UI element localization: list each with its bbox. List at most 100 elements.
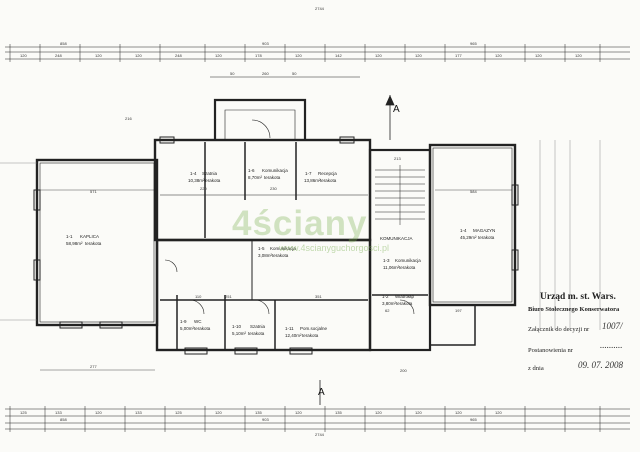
dim-label: 120 [375,53,382,58]
dim-label: 260 [262,71,269,76]
dim-label: 120 [95,53,102,58]
room-name: Komunikacja [270,246,296,251]
room-name: Wiatrołap [395,294,415,299]
stamp-line-decision: Załącznik do decyzji nr [528,326,590,333]
dim-label: 177 [455,53,462,58]
dim-label: 135 [255,410,262,415]
room-number: 1-6 [248,168,255,173]
room-name: Komunikacja [395,258,421,263]
dim-label: 351 [315,294,322,299]
room-floor: terakota [396,301,413,306]
watermark-logo: 4ściany [232,204,368,243]
dim-label: 133 [135,410,142,415]
dim-label: 903 [262,41,269,46]
room-number: 1-1 [66,234,73,239]
dim-label: 858 [60,41,67,46]
dim-label: 120 [295,53,302,58]
stamp-subtitle: Biuro Stołecznego Konserwatora [528,306,620,313]
room-number: 1-3 [383,258,390,263]
dim-label: 200 [400,368,407,373]
room-name: MAGAZYN [473,228,495,233]
dim-label: 216 [125,116,132,121]
dim-label: 903 [262,417,269,422]
room-floor: terakota [204,178,221,183]
room-name: WC [194,319,202,324]
room-name: Komunikacja [262,168,288,173]
room-name: Szatnia [202,171,218,176]
room-number: 1-2 [382,294,389,299]
dim-label: 965 [470,417,477,422]
section-mark-top: A [393,104,400,115]
dim-label: 120 [415,53,422,58]
dim-label: 120 [575,53,582,58]
room-area: 3,08m² [258,253,273,258]
dim-label: 220 [200,186,207,191]
dim-label: 120 [95,410,102,415]
room-name: KAPLICA [80,234,99,239]
stamp-title: Urząd m. st. Wars. [540,292,616,302]
room-number: 1-5 [258,246,265,251]
dim-label: 213 [394,156,401,161]
section-mark-bottom: A [318,387,325,398]
room-area: 11,06m² [383,265,400,270]
dim-label: 120 [295,410,302,415]
staircase-steps [375,165,425,225]
dim-label: 120 [20,53,27,58]
dim-label: 110 [195,294,202,299]
magazyn-walls [428,143,517,307]
dim-label: 50 [230,71,235,76]
room-floor: terakota [399,265,416,270]
dim-label: 135 [335,410,342,415]
room-area: 12,40m² [285,333,302,338]
north-entrance-walls [213,98,307,140]
approval-stamp: Urząd m. st. Wars. Biuro Stołecznego Kon… [520,292,638,412]
dim-label: 584 [470,189,477,194]
room-area: 5,00m² [180,326,195,331]
room-floor: terakota [264,175,281,180]
dim-label: 965 [470,41,477,46]
room-floor: terakota [320,178,337,183]
dim-label: 125 [20,410,27,415]
room-name: Recepcja [318,171,337,176]
room-area: 45,29m² [460,235,477,240]
dim-label: 251 [225,294,232,299]
room-floor: terakota [248,331,265,336]
door-swings [164,119,415,315]
room-area: 10,38m² [188,178,205,183]
dim-label: 133 [55,410,62,415]
total-top-dim: 2744 [315,6,325,11]
dim-label: 248 [55,53,62,58]
room-number: 1-10 [232,324,242,329]
dim-label: 62 [385,308,390,313]
room-number: 1-11 [285,326,294,331]
room-number: 1-4 [190,171,197,176]
stamp-line-resolution: Postanowienia nr [528,347,573,354]
room-floor: terakota [194,326,211,331]
dimension-ticks [9,44,601,432]
room-number: 1-7 [305,171,312,176]
windows [33,136,519,355]
room-area: 5,10m² [232,331,247,336]
dim-label: 120 [455,410,462,415]
stair-label: KOMUNIKACJA [380,236,413,241]
dim-label: 858 [60,417,67,422]
dim-label: 197 [455,308,462,313]
dim-label: 120 [215,410,222,415]
room-area: 13,86m² [304,178,321,183]
dim-label: 120 [495,410,502,415]
watermark-url: www.4scianyguchorgosci.pl [279,243,390,253]
dim-label: 120 [375,410,382,415]
room-floor: terakota [478,235,495,240]
stamp-handwritten-date: 09. 07. 2008 [578,360,623,370]
room-area: 8,70m² [248,175,263,180]
dim-label: 120 [495,53,502,58]
room-area: 58,98m² [66,241,83,246]
stamp-line-date: z dnia [528,365,544,372]
room-area: 3,80m² [382,301,397,306]
dim-label: 230 [270,186,277,191]
dim-label: 50 [292,71,297,76]
dim-label: 142 [335,53,342,58]
section-markers [319,95,395,405]
